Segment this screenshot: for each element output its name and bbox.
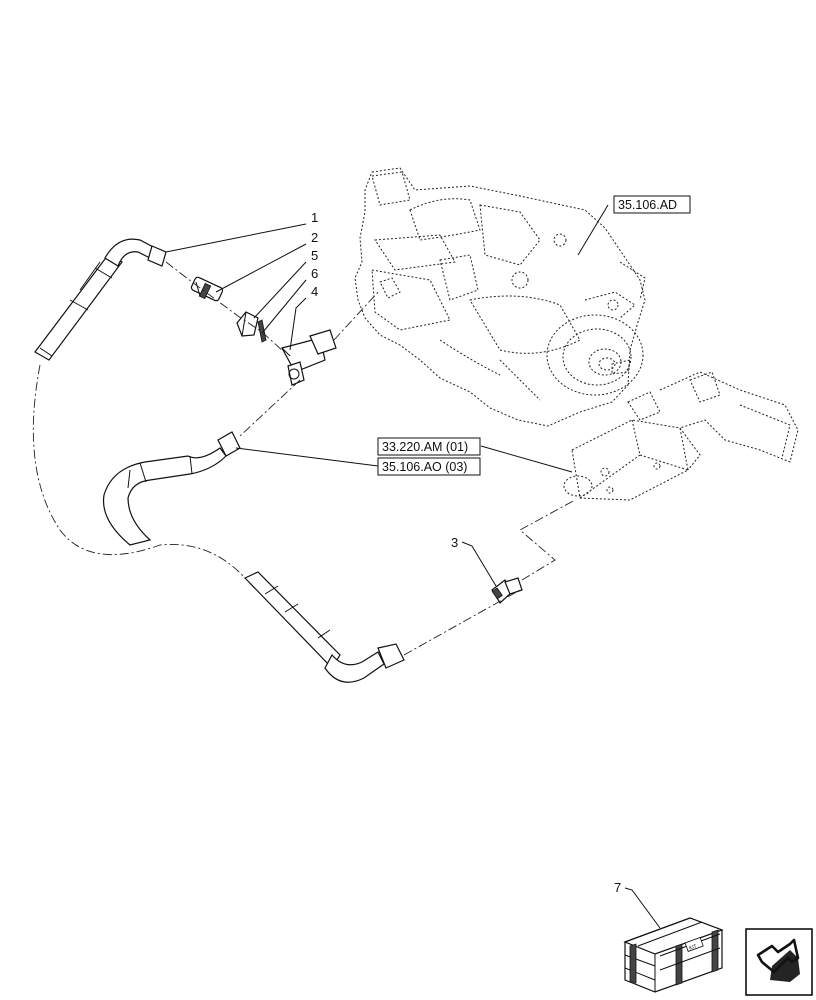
svg-text:33.220.AM (01): 33.220.AM (01) xyxy=(382,440,468,454)
hydraulic-pump-reference xyxy=(354,167,646,427)
leader-valve-a xyxy=(480,445,573,473)
callout-2: 2 xyxy=(311,230,318,245)
seal-ring-6 xyxy=(257,319,267,343)
leader-1 xyxy=(165,223,307,253)
kit-crate-icon: KIT xyxy=(623,917,724,993)
adapter-fitting-2 xyxy=(190,276,224,302)
adapter-fitting-3 xyxy=(491,577,523,604)
callout-7: 7 xyxy=(614,880,621,895)
callout-5: 5 xyxy=(311,248,318,263)
hose-lower xyxy=(243,571,405,683)
navigation-arrow-button[interactable] xyxy=(745,928,813,996)
callout-1: 1 xyxy=(311,210,318,225)
leader-3 xyxy=(461,541,497,587)
leader-valve-b xyxy=(235,447,379,467)
hose-upper xyxy=(34,238,167,361)
reference-box-pump[interactable]: 35.106.AD xyxy=(613,195,691,214)
leader-pump-ref xyxy=(577,204,609,256)
leader-2 xyxy=(215,243,307,293)
assembly-centerlines xyxy=(32,261,576,656)
svg-text:35.106.AD: 35.106.AD xyxy=(618,198,677,212)
hose-middle xyxy=(102,431,241,546)
plug-fitting-5 xyxy=(236,311,259,337)
leader-7 xyxy=(624,887,661,929)
callout-3: 3 xyxy=(451,535,458,550)
reference-box-valve-b[interactable]: 35.106.AO (03) xyxy=(377,457,481,476)
callout-6: 6 xyxy=(311,266,318,281)
reference-box-valve-a[interactable]: 33.220.AM (01) xyxy=(377,437,481,456)
kit-stamp-text: KIT xyxy=(688,943,697,951)
leader-4 xyxy=(289,297,307,351)
svg-text:35.106.AO (03): 35.106.AO (03) xyxy=(382,460,467,474)
control-valve-reference xyxy=(563,371,799,501)
callout-4: 4 xyxy=(311,284,318,299)
tee-fitting-4 xyxy=(281,329,337,386)
leader-5 xyxy=(253,261,307,319)
leader-6 xyxy=(262,279,307,333)
callout-leaders xyxy=(165,204,661,929)
